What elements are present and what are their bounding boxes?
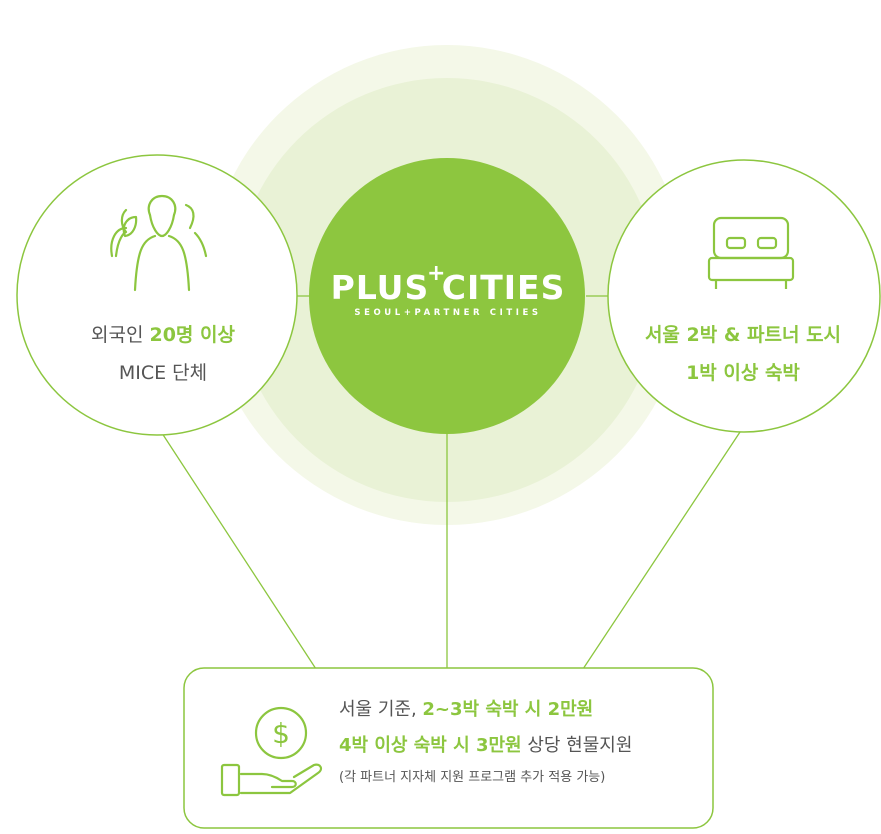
plus-cities-logo: PLUS+ CITIES SEOUL+PARTNER CITIES — [318, 261, 578, 318]
bed-icon — [707, 216, 795, 289]
logo-wordmark: PLUS+ CITIES — [318, 261, 578, 307]
benefit-line2-suffix: 상당 현물지원 — [521, 735, 633, 756]
benefit-box — [183, 667, 714, 829]
benefit-line1-highlight: 2~3박 숙박 시 2만원 — [422, 699, 594, 720]
left-node-prefix: 외국인 — [91, 324, 150, 346]
left-node-line1: 외국인 20명 이상 — [28, 316, 298, 354]
logo-plus-mark: + — [427, 261, 447, 286]
left-node-line2: MICE 단체 — [118, 362, 208, 384]
benefit-line1: 서울 기준, 2~3박 숙박 시 2만원 — [339, 692, 729, 728]
right-node-line1: 서울 2박 & 파트너 도시 — [644, 324, 842, 346]
benefit-line2: 4박 이상 숙박 시 3만원 상당 현물지원 — [339, 728, 729, 764]
right-node-text: 서울 2박 & 파트너 도시 1박 이상 숙박 — [608, 316, 878, 392]
left-node-circle — [16, 154, 298, 436]
logo-word-plus: PLUS — [330, 268, 430, 307]
benefit-line1-prefix: 서울 기준, — [339, 699, 423, 720]
logo-word-cities: CITIES — [441, 268, 566, 307]
dollar-sign: $ — [272, 717, 290, 750]
right-node-line2: 1박 이상 숙박 — [686, 362, 800, 384]
benefit-line2-highlight: 4박 이상 숙박 시 3만원 — [339, 735, 522, 756]
left-node-text: 외국인 20명 이상 MICE 단체 — [28, 316, 298, 392]
connector-right-box — [582, 425, 745, 670]
connector-left-box — [157, 426, 317, 670]
center-circle — [309, 158, 585, 434]
money-hand-icon — [220, 706, 323, 797]
people-group-icon — [110, 194, 208, 292]
right-node-circle — [607, 159, 881, 433]
left-node-highlight: 20명 이상 — [149, 324, 235, 346]
benefit-text: 서울 기준, 2~3박 숙박 시 2만원 4박 이상 숙박 시 3만원 상당 현… — [339, 692, 729, 790]
logo-tagline: SEOUL+PARTNER CITIES — [354, 308, 542, 318]
benefit-note: (각 파트너 지자체 지원 프로그램 추가 적용 가능) — [339, 770, 606, 785]
